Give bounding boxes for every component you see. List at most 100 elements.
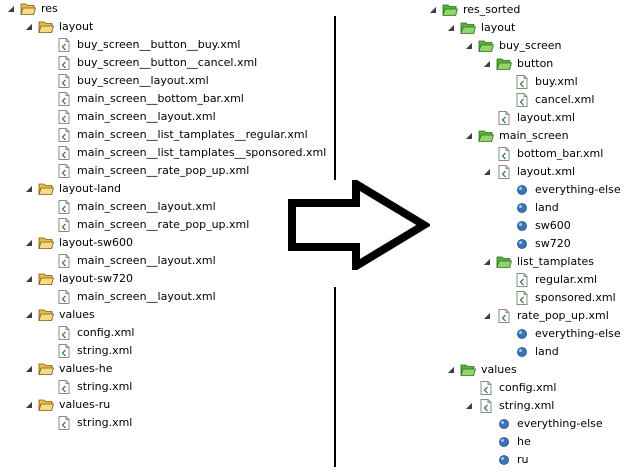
tree-item-label: land (535, 345, 559, 358)
expand-triangle-icon[interactable]: ◢ (447, 365, 455, 374)
tree-folder-item[interactable]: ◢ values (446, 361, 642, 379)
tree-qualifier-item[interactable]: everything-else (500, 181, 642, 199)
tree-item-label: buy_screen (499, 39, 562, 52)
tree-item-label: string.xml (77, 344, 133, 357)
expand-triangle-icon[interactable]: ◢ (465, 131, 473, 140)
tree-item-label: sw720 (535, 237, 571, 250)
qualifier-dot-icon (514, 344, 530, 360)
tree-item-label: buy_screen__button__cancel.xml (77, 56, 258, 69)
tree-file-item[interactable]: buy_screen__button__buy.xml (42, 36, 342, 54)
tree-item-label: values-he (59, 362, 113, 375)
expand-triangle-icon[interactable]: ◢ (25, 22, 33, 31)
tree-folder-item[interactable]: ◢values-ru (24, 396, 324, 414)
xml-file-icon (56, 163, 72, 179)
expand-triangle-icon[interactable]: ◢ (25, 274, 33, 283)
tree-item-label: string.xml (77, 416, 133, 429)
xml-file-icon (56, 217, 72, 233)
tree-item-label: main_screen (499, 129, 569, 142)
xml-file-icon (514, 92, 530, 108)
tree-file-item[interactable]: regular.xml (500, 271, 642, 289)
tree-file-item[interactable]: string.xml (42, 342, 342, 360)
tree-file-item[interactable]: ◢string.xml (464, 397, 642, 415)
tree-file-item[interactable]: main_screen__rate_pop_up.xml (42, 216, 342, 234)
tree-qualifier-item[interactable]: ru (482, 451, 642, 469)
tree-folder-item[interactable]: ◢res (6, 0, 306, 18)
tree-file-item[interactable]: main_screen__layout.xml (42, 198, 342, 216)
expand-triangle-icon[interactable]: ◢ (7, 4, 15, 13)
tree-qualifier-item[interactable]: sw720 (500, 235, 642, 253)
tree-qualifier-item[interactable]: everything-else (500, 325, 642, 343)
tree-item-label: sponsored.xml (535, 291, 616, 304)
xml-file-icon (514, 272, 530, 288)
tree-item-label: rate_pop_up.xml (517, 309, 609, 322)
expand-triangle-icon[interactable]: ◢ (483, 257, 491, 266)
tree-file-item[interactable]: string.xml (42, 378, 342, 396)
qualifier-dot-icon (514, 200, 530, 216)
expand-triangle-icon[interactable]: ◢ (25, 310, 33, 319)
tree-item-label: main_screen__list_tamplates__regular.xml (77, 128, 308, 141)
tree-qualifier-item[interactable]: land (500, 199, 642, 217)
tree-folder-item[interactable]: ◢values (24, 306, 324, 324)
xml-file-icon (56, 73, 72, 89)
xml-file-icon (496, 146, 512, 162)
tree-file-item[interactable]: main_screen__layout.xml (42, 288, 342, 306)
tree-file-item[interactable]: main_screen__layout.xml (42, 252, 342, 270)
tree-folder-item[interactable]: ◢list_tamplates (482, 253, 642, 271)
tree-folder-item[interactable]: ◢layout-land (24, 180, 324, 198)
expand-triangle-icon[interactable]: ◢ (483, 59, 491, 68)
tree-file-item[interactable]: main_screen__list_tamplates__regular.xml (42, 126, 342, 144)
expand-triangle-icon[interactable]: ◢ (483, 311, 491, 320)
tree-file-item[interactable]: main_screen__layout.xml (42, 108, 342, 126)
tree-item-label: sw600 (535, 219, 571, 232)
tree-folder-item[interactable]: ◢layout-sw600 (24, 234, 324, 252)
tree-file-item[interactable]: config.xml (42, 324, 342, 342)
expand-triangle-icon[interactable]: ◢ (25, 400, 33, 409)
tree-file-item[interactable]: main_screen__bottom_bar.xml (42, 90, 342, 108)
tree-qualifier-item[interactable]: everything-else (482, 415, 642, 433)
tree-folder-item[interactable]: ◢ main_screen (464, 127, 642, 145)
expand-triangle-icon[interactable]: ◢ (25, 364, 33, 373)
tree-item-label: main_screen__layout.xml (77, 290, 216, 303)
tree-file-item[interactable]: layout.xml (482, 109, 642, 127)
tree-item-label: values (481, 363, 517, 376)
folder-green-icon (442, 2, 459, 18)
tree-folder-item[interactable]: ◢ values-he (24, 360, 324, 378)
tree-folder-item[interactable]: ◢button (482, 55, 642, 73)
expand-triangle-icon[interactable]: ◢ (447, 23, 455, 32)
tree-file-item[interactable]: config.xml (464, 379, 642, 397)
tree-folder-item[interactable]: ◢ buy_screen (464, 37, 642, 55)
folder-yellow-icon (38, 181, 55, 197)
tree-qualifier-item[interactable]: sw600 (500, 217, 642, 235)
tree-item-label: main_screen__rate_pop_up.xml (77, 164, 250, 177)
tree-item-label: he (517, 435, 531, 448)
tree-folder-item[interactable]: ◢ layout (446, 19, 642, 37)
tree-qualifier-item[interactable]: he (482, 433, 642, 451)
tree-folder-item[interactable]: ◢ res_sorted (428, 1, 642, 19)
tree-item-label: res_sorted (463, 3, 521, 16)
tree-file-item[interactable]: buy.xml (500, 73, 642, 91)
tree-file-item[interactable]: main_screen__list_tamplates__sponsored.x… (42, 144, 342, 162)
tree-folder-item[interactable]: ◢layout (24, 18, 324, 36)
expand-triangle-icon[interactable]: ◢ (25, 184, 33, 193)
tree-file-item[interactable]: sponsored.xml (500, 289, 642, 307)
expand-triangle-icon[interactable]: ◢ (429, 5, 437, 14)
expand-triangle-icon[interactable]: ◢ (25, 238, 33, 247)
qualifier-dot-icon (496, 452, 512, 468)
tree-file-item[interactable]: string.xml (42, 414, 342, 432)
tree-qualifier-item[interactable]: land (500, 343, 642, 361)
folder-green-icon (496, 56, 513, 72)
expand-triangle-icon[interactable]: ◢ (465, 41, 473, 50)
tree-item-label: layout (481, 21, 516, 34)
tree-file-item[interactable]: buy_screen__button__cancel.xml (42, 54, 342, 72)
tree-file-item[interactable]: main_screen__rate_pop_up.xml (42, 162, 342, 180)
expand-triangle-icon[interactable]: ◢ (483, 167, 491, 176)
tree-file-item[interactable]: ◢layout.xml (482, 163, 642, 181)
tree-item-label: main_screen__layout.xml (77, 200, 216, 213)
tree-folder-item[interactable]: ◢layout-sw720 (24, 270, 324, 288)
expand-triangle-icon[interactable]: ◢ (465, 401, 473, 410)
xml-file-icon (56, 109, 72, 125)
tree-file-item[interactable]: ◢ rate_pop_up.xml (482, 307, 642, 325)
tree-file-item[interactable]: cancel.xml (500, 91, 642, 109)
tree-file-item[interactable]: buy_screen__layout.xml (42, 72, 342, 90)
tree-file-item[interactable]: bottom_bar.xml (482, 145, 642, 163)
